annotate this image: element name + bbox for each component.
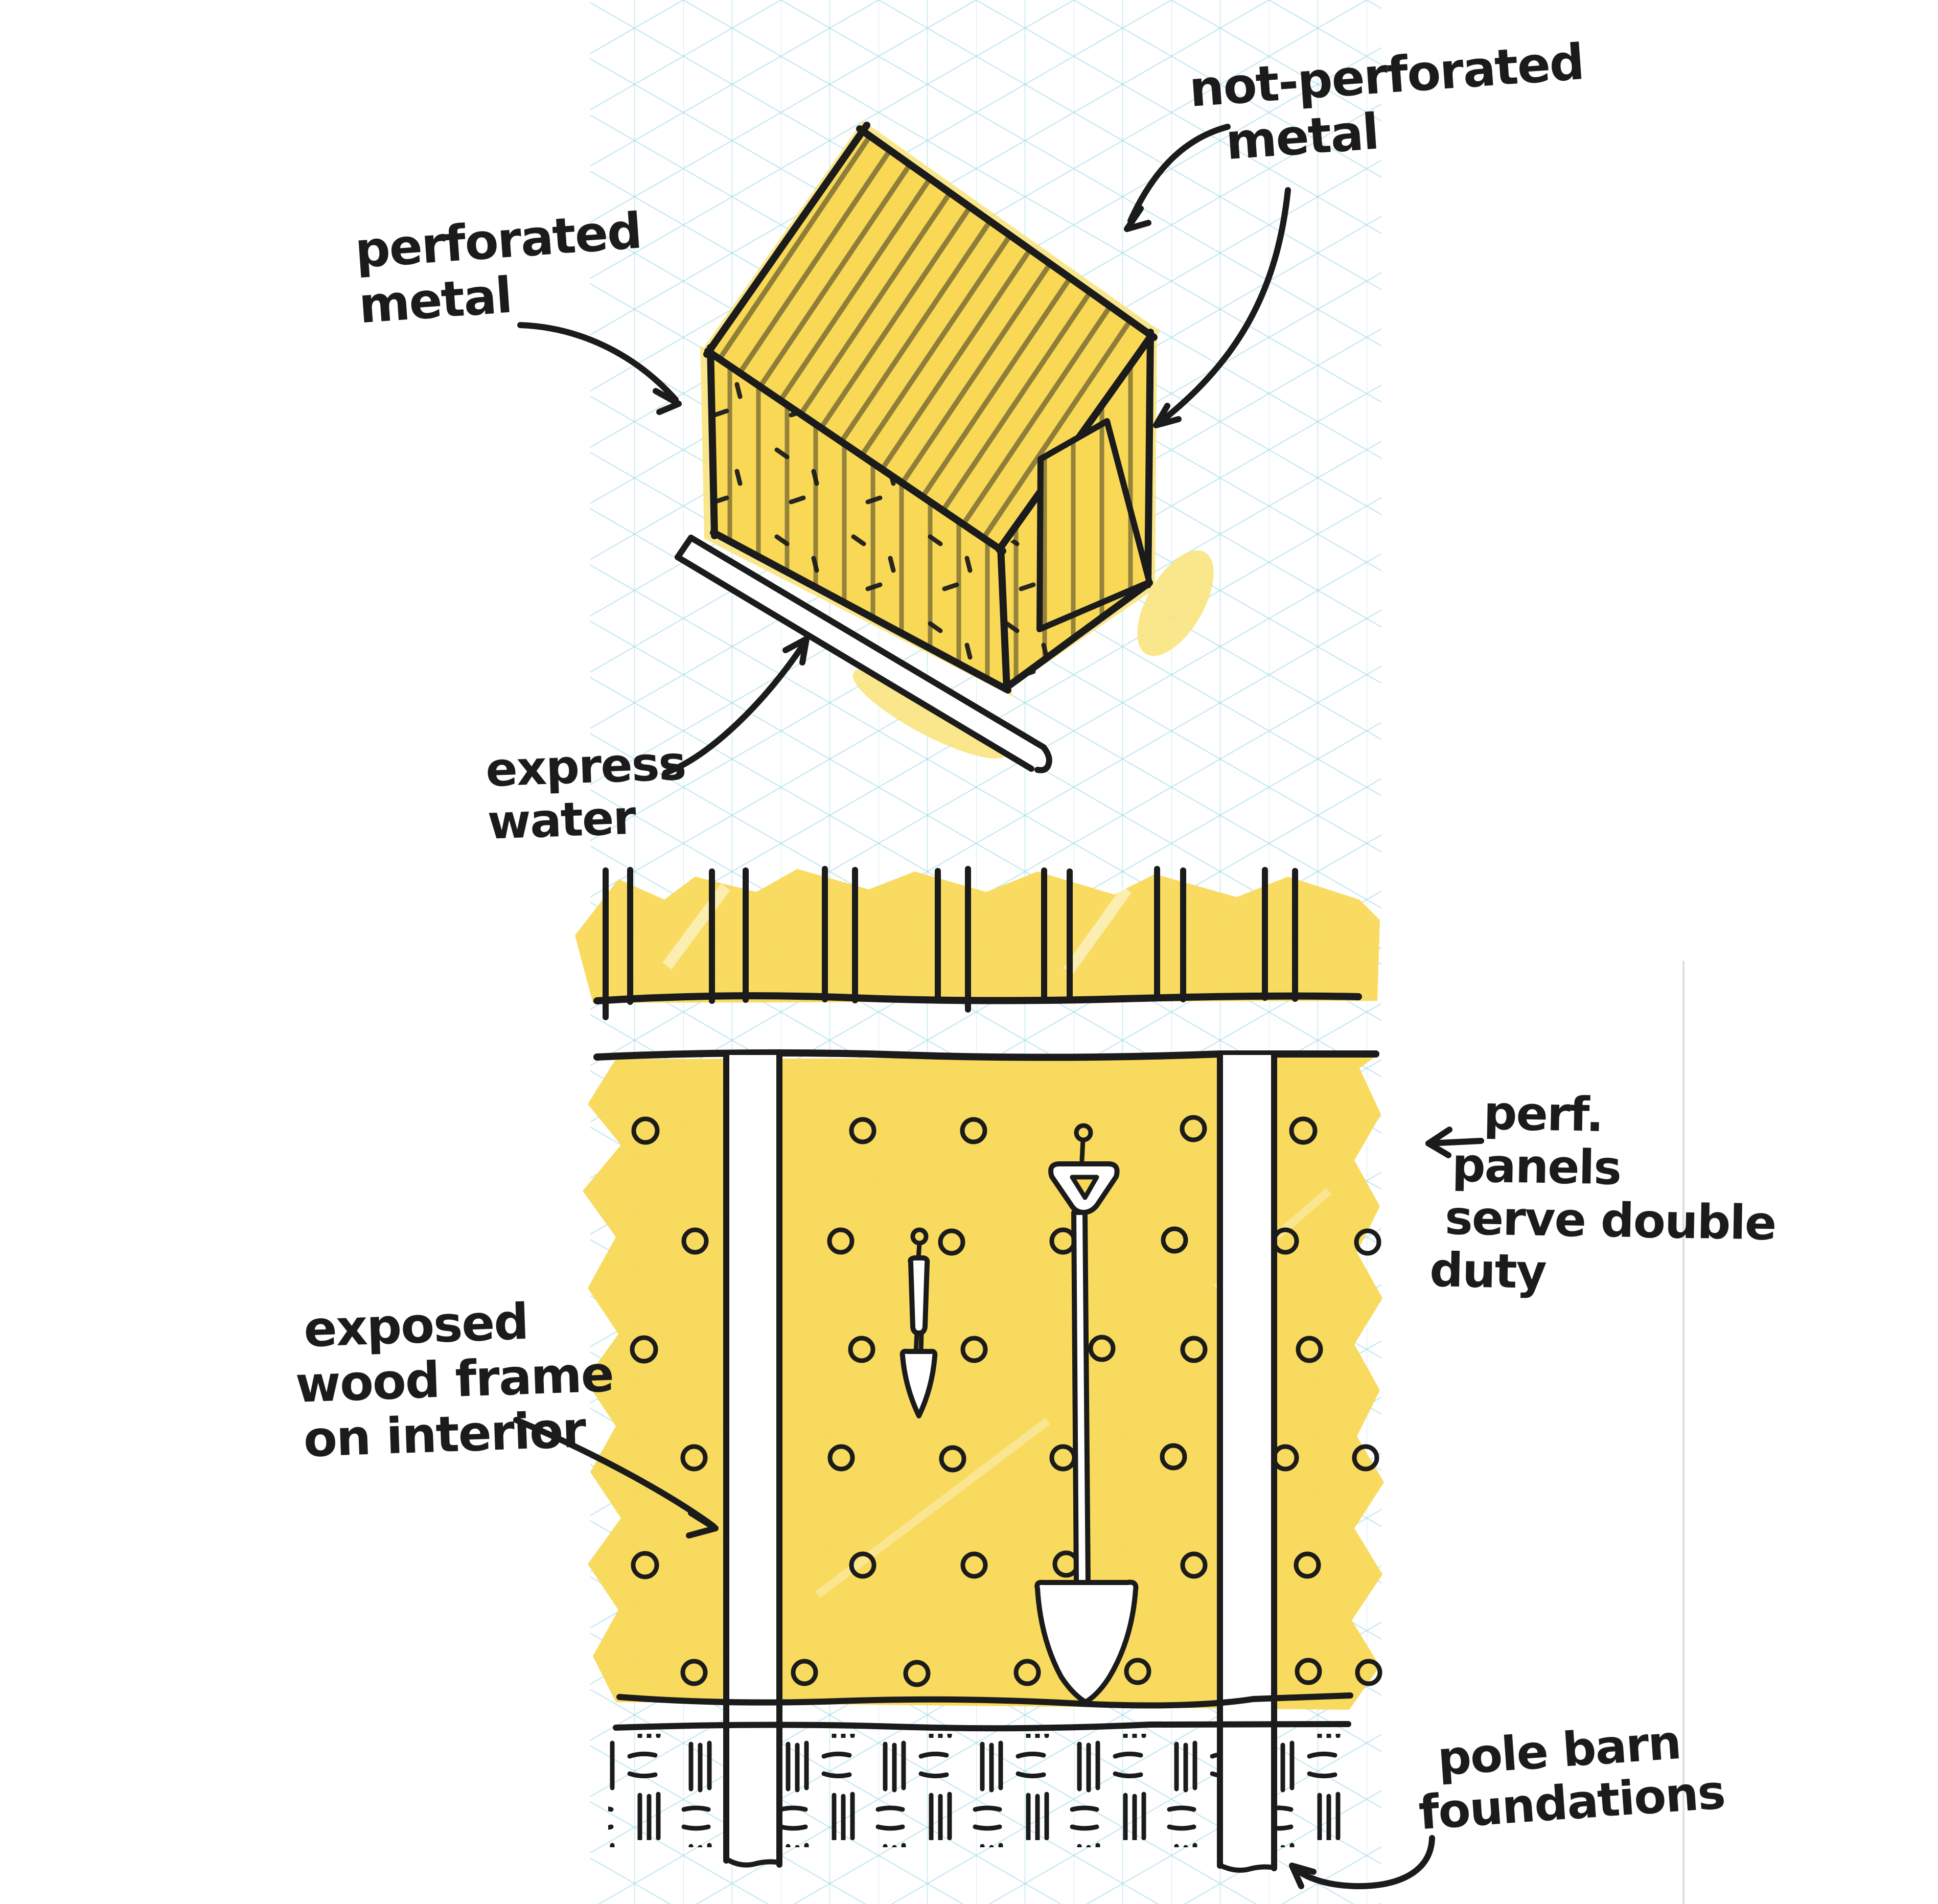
shed-outline (703, 122, 1158, 694)
rafter-strip-highlight (575, 869, 1380, 1003)
wall-elevation (583, 1049, 1384, 1873)
wood-post-left (723, 1052, 782, 1868)
shed-door (1036, 418, 1152, 632)
rafter-strip (575, 866, 1380, 1020)
label-line: serve double (1444, 1190, 1776, 1251)
arrow-notperf-roof (1124, 124, 1231, 232)
shed-drawing (675, 121, 1214, 773)
annotation-arrows (513, 124, 1484, 1890)
label-perf-panels: perf. panels serve double duty (1429, 1086, 1778, 1302)
arrow-pole-barn (1289, 1835, 1435, 1890)
arrow-notperf-gable (1153, 187, 1291, 428)
rafter-sill-line (593, 992, 1362, 1004)
label-exposed-wood-frame: exposed wood frame on interior (293, 1292, 616, 1469)
label-express-water: express water (484, 736, 688, 850)
wall-top-line (593, 1049, 1379, 1061)
wood-post-right (1217, 1052, 1277, 1873)
label-line: water (487, 790, 636, 850)
arrow-perforated-metal (517, 322, 682, 415)
arrow-exposed-frame (513, 1417, 719, 1539)
arrow-perf-panels (1425, 1127, 1484, 1158)
wall-highlight (583, 1057, 1384, 1710)
label-line: panels (1451, 1137, 1621, 1196)
label-line: duty (1429, 1243, 1547, 1300)
trowel-icon (899, 1227, 938, 1418)
shovel-icon (1034, 1123, 1139, 1705)
roof-hatch (710, 132, 1151, 549)
label-pole-barn-foundations: pole barn foundations (1414, 1713, 1726, 1841)
perforation-holes (630, 1115, 1382, 1687)
rafter-bars (603, 866, 1298, 1020)
arrow-express-water (662, 636, 810, 776)
gutter (675, 535, 1052, 773)
marker-gaps (662, 883, 1132, 975)
label-line: express (484, 736, 686, 797)
label-line: perf. (1483, 1085, 1604, 1142)
label-line: on interior (302, 1401, 587, 1469)
label-perforated-metal: perforated metal (353, 202, 647, 334)
left-wall-perforations (711, 350, 1006, 689)
ground-line (613, 1721, 1351, 1732)
wall-bottom-line (616, 1692, 1353, 1709)
